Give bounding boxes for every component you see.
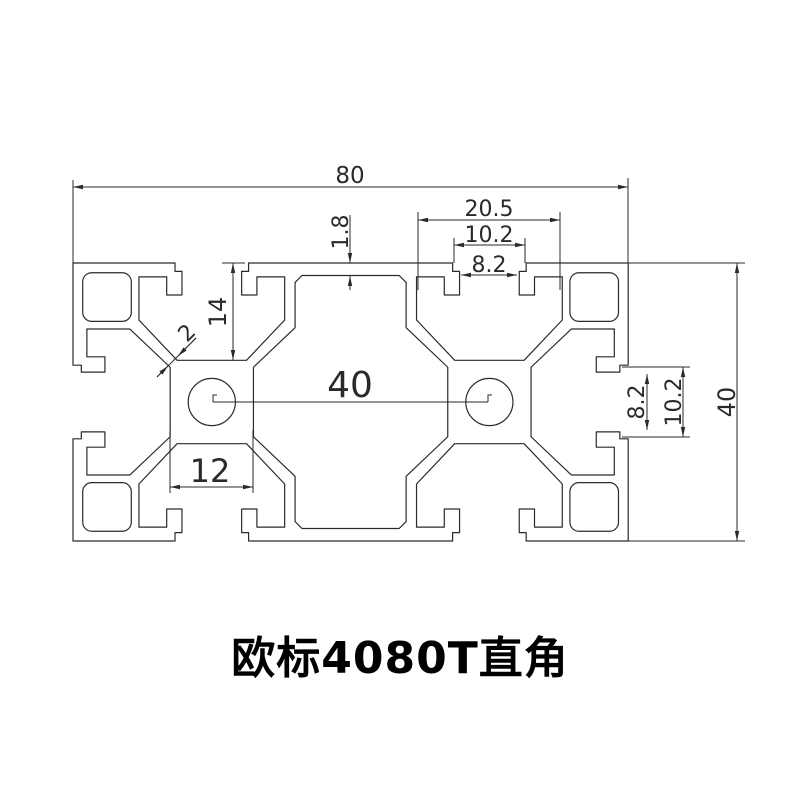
- dimension-slot-inner-width: [453, 238, 526, 263]
- dimension-web-thickness: [156, 337, 197, 378]
- dimension-core-width: [169, 430, 254, 493]
- label-slot-outer-width: 20.5: [465, 197, 514, 222]
- dimension-slot-depth: [222, 262, 245, 360]
- dimension-overall-height: [628, 262, 745, 542]
- label-wall-thickness: 1.8: [329, 215, 354, 250]
- central-cavity: [253, 276, 447, 529]
- label-overall-width: 80: [335, 163, 364, 189]
- aluminum-profile-cross-section: [73, 263, 628, 541]
- product-title: 欧标4080T直角: [231, 633, 569, 684]
- corner-hollow-bottom-right: [570, 483, 619, 532]
- label-overall-height: 40: [713, 387, 741, 418]
- profile-outer-contour: [73, 263, 628, 541]
- dimension-slot-outer-width: [417, 212, 561, 290]
- dimension-overall-width: [72, 178, 629, 263]
- label-slot-opening: 8.2: [472, 253, 507, 278]
- label-side-slot-opening: 8.2: [625, 385, 650, 420]
- label-side-slot-inner-width: 10.2: [662, 378, 687, 427]
- label-web-thickness: 2: [174, 320, 202, 348]
- corner-hollow-bottom-left: [83, 483, 132, 532]
- dimension-wall-thickness: [300, 215, 358, 290]
- label-slot-inner-width: 10.2: [465, 223, 514, 248]
- dimension-hole-spacing: [212, 394, 492, 403]
- label-hole-spacing: 40: [327, 365, 373, 406]
- corner-hollow-top-right: [570, 273, 619, 322]
- dimension-side-slot-inner-width: [622, 366, 690, 438]
- label-slot-depth: 14: [204, 297, 232, 328]
- label-core-width: 12: [190, 452, 231, 490]
- corner-hollow-top-left: [83, 273, 132, 322]
